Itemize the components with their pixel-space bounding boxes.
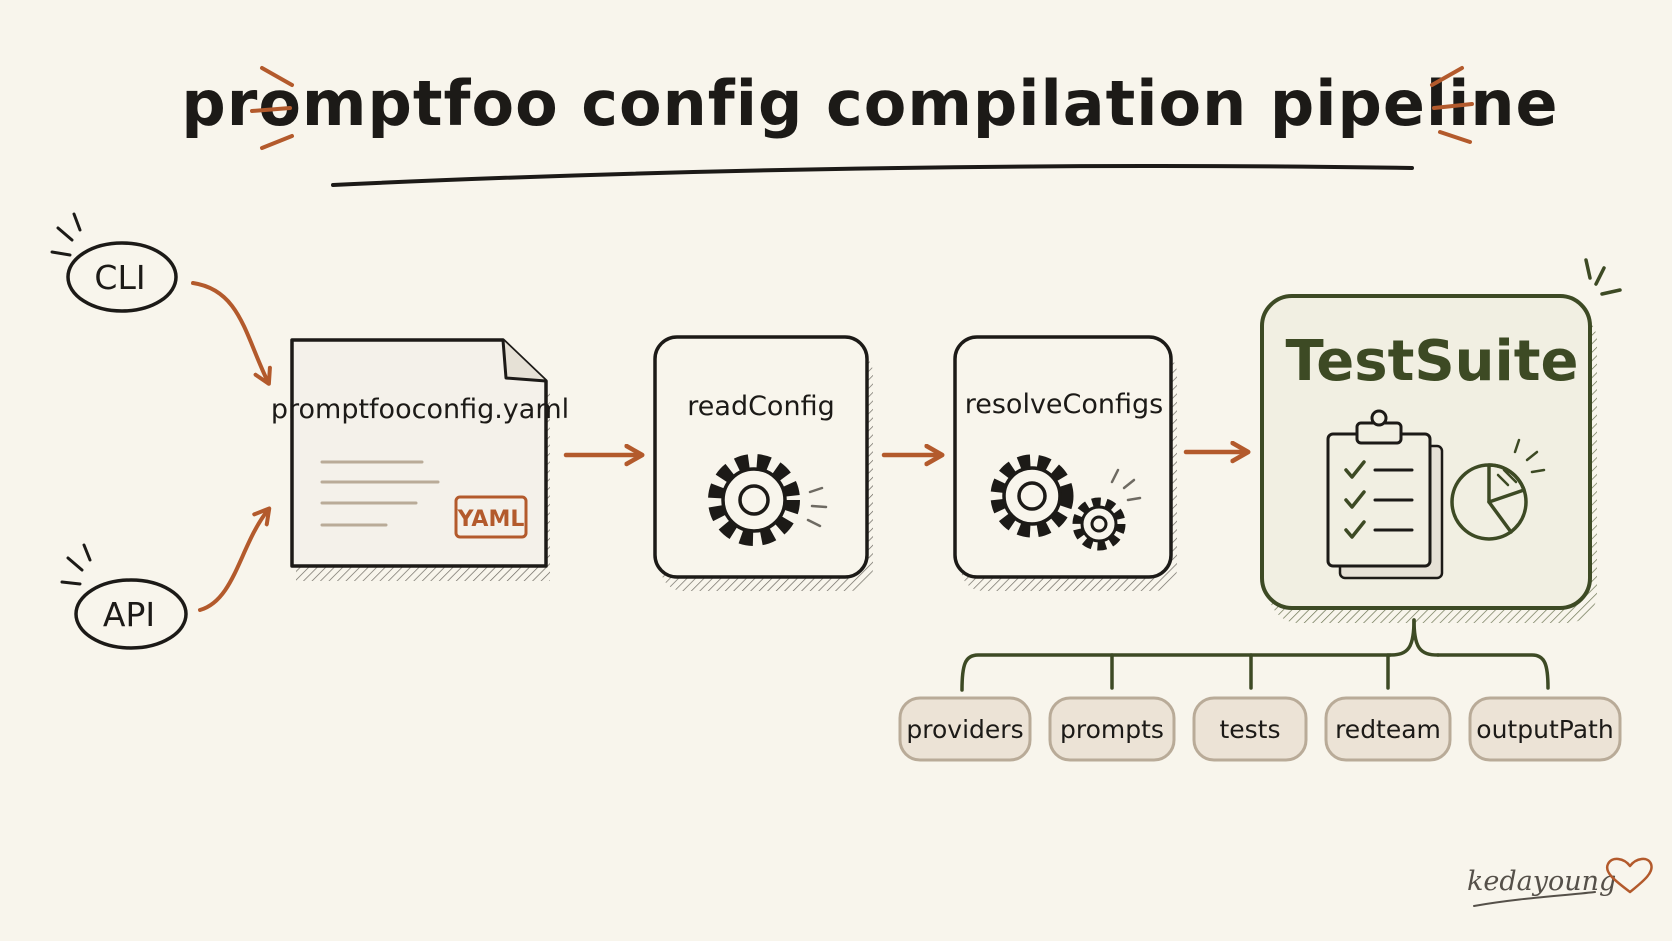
title-underline bbox=[331, 164, 1414, 187]
output-tests-label: tests bbox=[1219, 715, 1280, 744]
gear-sparks bbox=[806, 486, 828, 528]
output-providers-label: providers bbox=[906, 715, 1023, 744]
output-redteam-label: redteam bbox=[1335, 715, 1441, 744]
page-fold bbox=[501, 339, 547, 383]
test-suite-label: TestSuite bbox=[1286, 329, 1579, 394]
config-file-label: promptfooconfig.yaml bbox=[271, 394, 569, 425]
test-suite-node[interactable]: TestSuite bbox=[1260, 258, 1622, 623]
gears-sparks bbox=[1110, 468, 1142, 502]
title-group: promptfoo config compilation pipeline bbox=[181, 66, 1558, 187]
output-providers[interactable]: providers bbox=[898, 696, 1032, 762]
source-api-label: API bbox=[103, 595, 155, 634]
read-config-label: readConfig bbox=[687, 391, 834, 422]
file-text-lines bbox=[320, 460, 440, 527]
output-outputpath[interactable]: outputPath bbox=[1468, 696, 1622, 762]
page-title: promptfoo config compilation pipeline bbox=[181, 67, 1558, 140]
pie-chart-icon bbox=[1450, 438, 1546, 541]
config-file-node[interactable]: promptfooconfig.yaml YAML bbox=[271, 338, 569, 581]
suite-sparks bbox=[1584, 258, 1622, 296]
gear-icon bbox=[708, 454, 800, 546]
output-bracket bbox=[960, 618, 1550, 692]
api-to-config-arrow bbox=[198, 506, 272, 612]
read-config-node[interactable]: readConfig bbox=[653, 335, 873, 591]
signature-underline bbox=[1473, 891, 1596, 907]
output-tests[interactable]: tests bbox=[1192, 696, 1308, 762]
signature: kedayoung bbox=[1467, 857, 1653, 907]
output-prompts-label: prompts bbox=[1060, 715, 1164, 744]
yaml-badge bbox=[454, 495, 528, 539]
source-cli[interactable]: CLI bbox=[50, 212, 178, 313]
output-redteam[interactable]: redteam bbox=[1324, 696, 1452, 762]
yaml-badge-label: YAML bbox=[457, 507, 525, 532]
cli-to-config-arrow bbox=[191, 281, 272, 386]
source-cli-label: CLI bbox=[94, 258, 145, 297]
resolve-configs-label: resolveConfigs bbox=[965, 389, 1164, 420]
output-prompts[interactable]: prompts bbox=[1048, 696, 1176, 762]
title-sparks-left bbox=[250, 66, 294, 150]
title-sparks-right bbox=[1430, 66, 1474, 144]
output-outputpath-label: outputPath bbox=[1476, 715, 1613, 744]
gears-icon bbox=[990, 454, 1126, 551]
cli-sparks bbox=[50, 212, 82, 257]
source-api[interactable]: API bbox=[60, 543, 188, 650]
resolve-configs-node[interactable]: resolveConfigs bbox=[953, 335, 1177, 591]
api-sparks bbox=[60, 543, 92, 586]
clipboard-checklist-icon bbox=[1326, 409, 1444, 580]
heart-icon bbox=[1605, 857, 1653, 894]
